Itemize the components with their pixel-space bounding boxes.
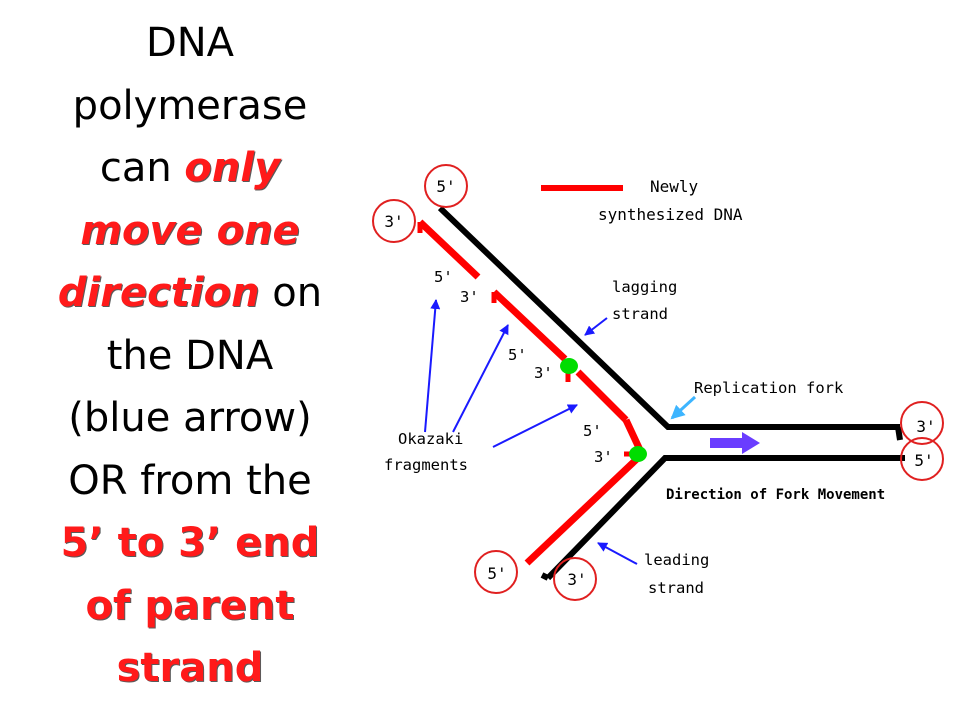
- end-top-3prime: 3': [384, 212, 403, 231]
- headline-line: can only: [40, 137, 340, 200]
- headline-line: 5’ to 3’ end: [40, 512, 340, 575]
- end-circle-right-3: [900, 401, 944, 445]
- okazaki-arrow-3: [492, 404, 578, 448]
- end-bottom-5prime: 5': [487, 564, 506, 583]
- direction-arrow: [710, 432, 760, 454]
- frag2-5prime: 5': [508, 346, 527, 364]
- leading-strand-label-1: leading: [644, 551, 709, 569]
- leading-strand-arrow: [597, 542, 638, 565]
- headline-highlight: strand: [116, 645, 264, 691]
- lagging-strand-label-2: strand: [612, 305, 668, 323]
- end-bottom-3prime: 3': [567, 570, 586, 589]
- headline-line: (blue arrow): [68, 395, 312, 441]
- okazaki-fragment-1: [417, 219, 481, 280]
- end-right-5prime: 5': [914, 451, 933, 470]
- headline-line: DNA: [145, 20, 235, 66]
- primer-dot-2: [629, 446, 647, 462]
- lagging-strand-arrow: [584, 317, 608, 336]
- parent-strand-top-end: [895, 426, 903, 441]
- okazaki-arrow-1: [424, 299, 441, 433]
- frag3-5prime: 5': [583, 422, 602, 440]
- okazaki-fragment-3: [575, 369, 629, 423]
- end-circle-bottom-3: [553, 557, 597, 601]
- headline-line: the DNA: [106, 332, 274, 379]
- okazaki-fragment-2: [491, 289, 568, 362]
- lagging-strand-label-1: lagging: [612, 278, 677, 296]
- headline-line: OR from the: [68, 457, 312, 504]
- end-circle-top-3: [372, 199, 416, 243]
- parent-strand-top: [437, 205, 900, 430]
- headline-line: direction on: [40, 262, 340, 325]
- legend-label-2: synthesized DNA: [598, 205, 743, 224]
- headline-highlight: only: [184, 145, 281, 191]
- end-right-3prime: 3': [916, 417, 935, 436]
- leading-strand-label-2: strand: [648, 579, 704, 597]
- headline-line: polymerase: [72, 82, 308, 129]
- okazaki-label-1: Okazaki: [398, 430, 463, 448]
- headline-highlight: move one: [80, 207, 300, 254]
- end-top-5prime: 5': [436, 177, 455, 196]
- end-circle-top-5: [424, 164, 468, 208]
- direction-label: Direction of Fork Movement: [666, 487, 885, 503]
- replication-fork-arrow: [670, 395, 697, 420]
- frag3-3prime: 3': [594, 448, 613, 466]
- headline-highlight: of parent: [85, 582, 295, 629]
- replication-fork-label: Replication fork: [694, 379, 844, 397]
- end-circle-bottom-5: [474, 550, 518, 594]
- headline-line: strand: [40, 637, 340, 700]
- headline-line: move one: [40, 200, 340, 263]
- parent-strand-bottom-end: [540, 572, 550, 581]
- legend-label-1: Newly: [650, 177, 699, 196]
- okazaki-arrow-2: [452, 324, 509, 433]
- okazaki-fragment-3b: [622, 418, 644, 452]
- frag1-5prime: 5': [434, 268, 453, 286]
- frag2-3prime: 3': [534, 364, 553, 382]
- headline-highlight: 5’ to 3’ end: [60, 520, 320, 566]
- headline-line: of parent: [40, 575, 340, 638]
- headline-plain: can: [99, 145, 185, 191]
- okazaki-label-2: fragments: [384, 456, 468, 474]
- leading-strand-new: [524, 453, 643, 566]
- end-circle-right-5: [900, 437, 944, 481]
- primer-dot-1: [560, 358, 578, 374]
- parent-strand-bottom: [545, 455, 905, 581]
- headline-plain: on: [259, 270, 323, 316]
- headline-text: DNA polymerase can only move one directi…: [40, 12, 340, 700]
- frag1-3prime: 3': [460, 288, 479, 306]
- headline-highlight: direction: [57, 270, 260, 316]
